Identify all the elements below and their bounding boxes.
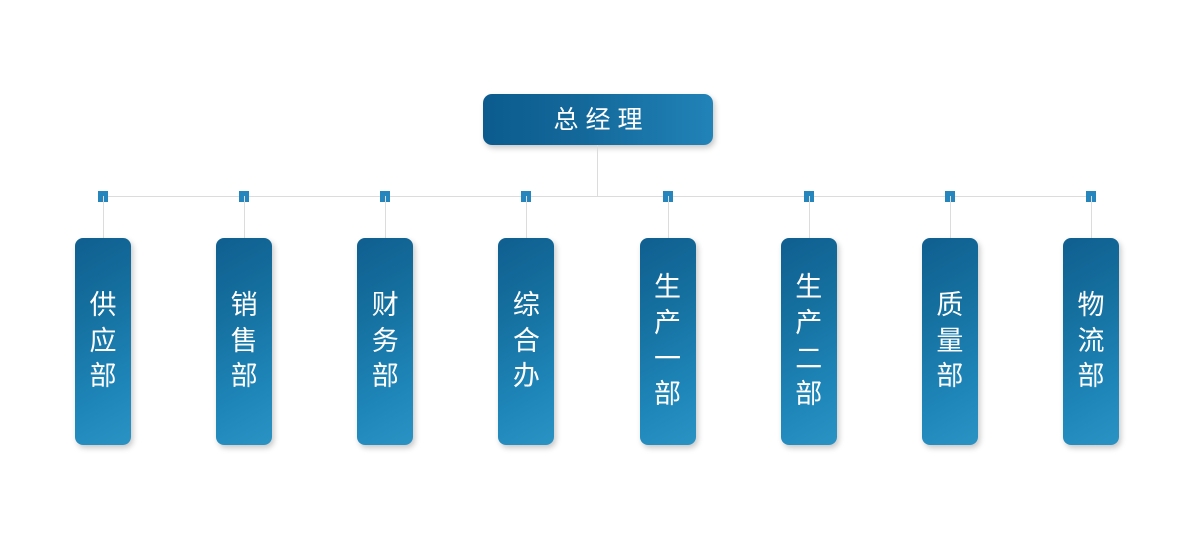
connector-drop-line <box>385 196 387 239</box>
org-node-department-label: 质量部 <box>936 290 964 393</box>
connector-drop-line <box>1090 196 1092 239</box>
connector-drop-line <box>526 196 528 239</box>
connector-drop-line <box>808 196 810 239</box>
org-node-department[interactable]: 销售部 <box>216 238 273 445</box>
org-node-root[interactable]: 总经理 <box>483 94 713 145</box>
connector-drop-line <box>667 196 669 239</box>
connector-drop-line <box>103 196 104 239</box>
org-node-department-label: 生产二部 <box>795 272 823 411</box>
org-node-department[interactable]: 供应部 <box>75 238 131 445</box>
org-node-department[interactable]: 质量部 <box>921 238 978 445</box>
org-node-department-label: 生产一部 <box>654 272 682 411</box>
org-node-department-label: 供应部 <box>89 290 117 393</box>
org-node-department[interactable]: 财务部 <box>357 238 414 445</box>
org-node-department-label: 销售部 <box>230 290 258 393</box>
org-node-department-label: 综合办 <box>512 290 540 393</box>
connector-drop-line <box>244 196 246 239</box>
org-node-department-label: 物流部 <box>1077 290 1105 393</box>
org-node-department[interactable]: 综合办 <box>498 238 555 445</box>
org-node-root-label: 总经理 <box>553 105 650 134</box>
org-node-department-label: 财务部 <box>371 290 399 393</box>
org-node-department[interactable]: 物流部 <box>1062 238 1119 445</box>
org-node-department[interactable]: 生产二部 <box>780 238 837 445</box>
connector-trunk-line <box>597 145 598 197</box>
connector-drop-line <box>949 196 951 239</box>
org-node-department[interactable]: 生产一部 <box>639 238 696 445</box>
connector-bus-line <box>103 196 1091 197</box>
